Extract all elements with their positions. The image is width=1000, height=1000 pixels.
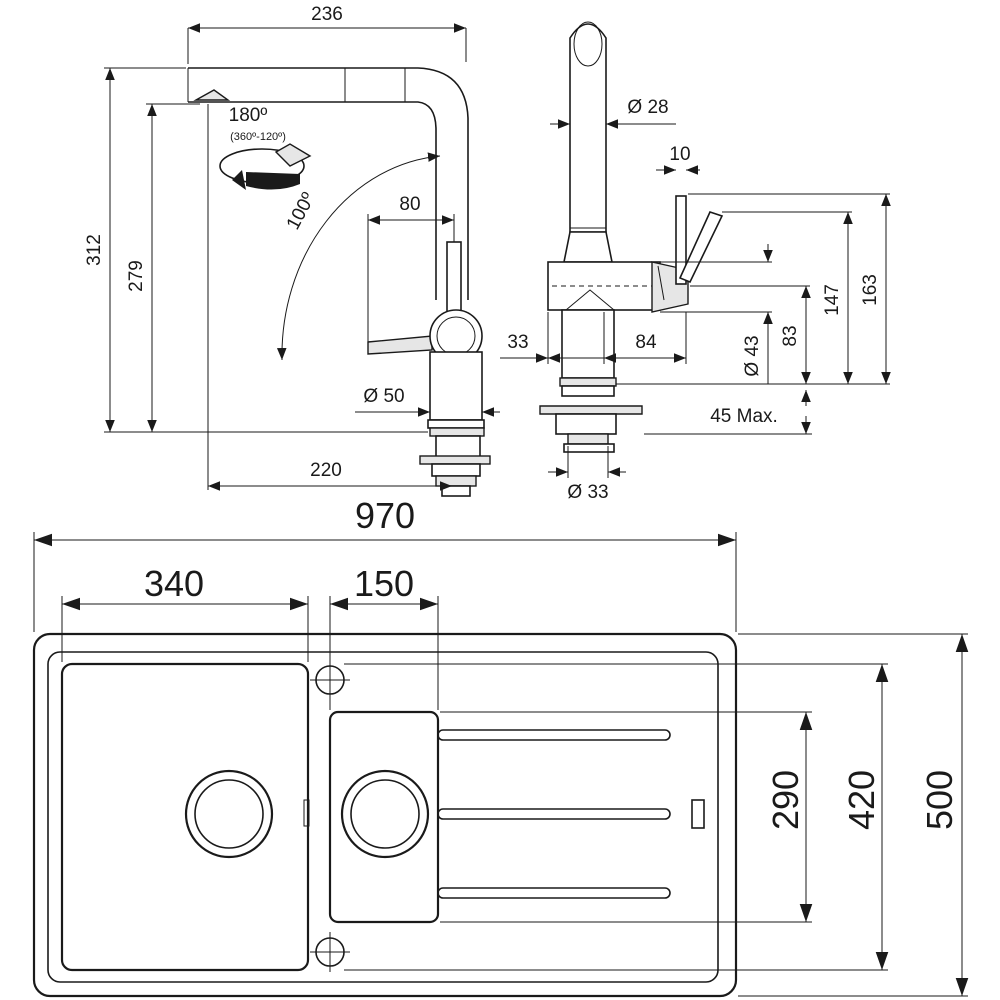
dim-500: 500 xyxy=(919,770,960,830)
dim-45-max: 45 Max. xyxy=(710,406,778,427)
dim-diameter-28: Ø 28 xyxy=(627,97,668,118)
dim-80: 80 xyxy=(399,194,420,215)
drainboard-rib xyxy=(437,887,671,899)
faucet-side-view: 236 312 279 180º (360º-120º) 100º 80 Ø 5… xyxy=(84,4,500,497)
swivel-rotation-icon xyxy=(219,143,312,190)
dim-236: 236 xyxy=(311,4,343,25)
dim-279: 279 xyxy=(126,260,147,292)
dim-33: 33 xyxy=(507,332,528,353)
overflow-slot xyxy=(691,799,705,829)
drainboard-rib xyxy=(437,729,671,741)
main-bowl-drain xyxy=(184,769,274,859)
small-bowl-drain xyxy=(340,769,430,859)
dim-312: 312 xyxy=(84,234,105,266)
dim-147: 147 xyxy=(822,284,843,316)
faucet-front-body xyxy=(539,21,724,453)
dim-10: 10 xyxy=(669,144,690,165)
sink-outline xyxy=(32,632,738,998)
dim-84: 84 xyxy=(635,332,657,353)
dim-970: 970 xyxy=(355,495,415,536)
dim-150: 150 xyxy=(354,563,414,604)
dim-diameter-43: Ø 43 xyxy=(742,335,763,376)
dim-290: 290 xyxy=(765,770,806,830)
dim-220: 220 xyxy=(310,460,342,481)
main-bowl xyxy=(60,662,310,972)
dim-180-deg: 180º xyxy=(229,105,268,126)
drainboard-rib xyxy=(437,808,671,820)
dim-340: 340 xyxy=(144,563,204,604)
dim-83: 83 xyxy=(780,325,801,346)
faucet-front-view: Ø 28 10 163 147 83 Ø 43 33 84 xyxy=(500,21,891,503)
dim-diameter-50: Ø 50 xyxy=(363,386,404,407)
sink-plan-view: 970 340 150 290 420 500 xyxy=(32,495,969,998)
tap-hole-icon xyxy=(310,932,350,972)
dim-swivel-range: (360º-120º) xyxy=(230,131,286,143)
dim-420: 420 xyxy=(841,770,882,830)
dim-diameter-33: Ø 33 xyxy=(567,482,608,503)
dim-163: 163 xyxy=(860,274,881,306)
dim-100-deg: 100º xyxy=(283,189,320,233)
small-bowl xyxy=(328,710,440,924)
